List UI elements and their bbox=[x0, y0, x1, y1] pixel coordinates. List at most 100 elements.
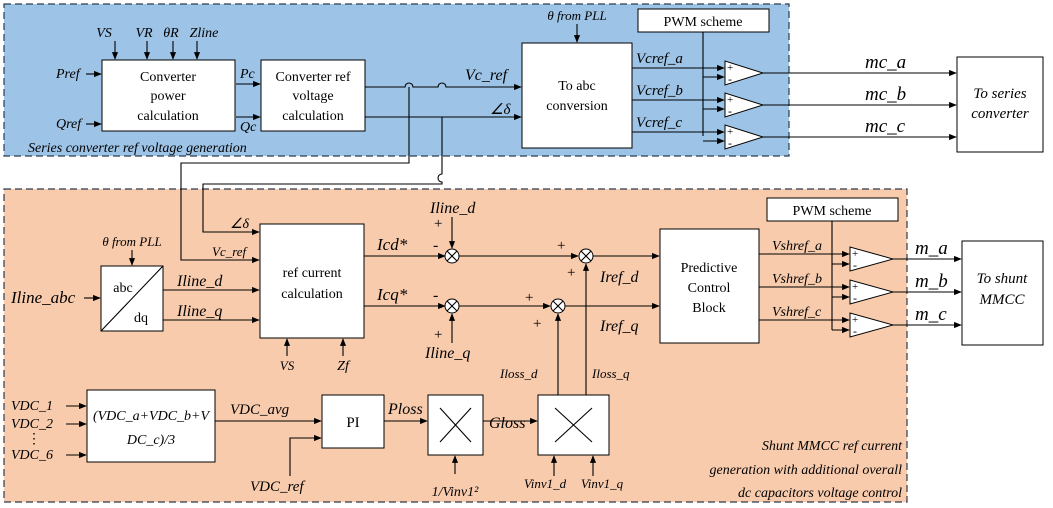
power-block-line-1: Converter bbox=[140, 70, 196, 85]
series-comp-a-plus: + bbox=[727, 62, 733, 74]
avg-block-line-2: DC_c)/3 bbox=[126, 433, 175, 448]
shunt-comp-b-minus: - bbox=[853, 291, 857, 305]
shunt-caption-line-2: generation with additional overall bbox=[710, 463, 903, 478]
q-sum-plus-left: + bbox=[525, 290, 533, 306]
converter-ref-voltage-calculation-block bbox=[260, 59, 366, 132]
d-sum-plus-left: + bbox=[557, 238, 565, 254]
shunt-comparator-c bbox=[849, 312, 895, 338]
voltage-block-line-2: voltage bbox=[292, 89, 333, 104]
shunt-comp-b-plus: + bbox=[852, 281, 858, 293]
iline-d-plus-sign: + bbox=[434, 216, 442, 232]
power-block-line-2: power bbox=[151, 89, 186, 104]
zf-label: Zf bbox=[337, 359, 351, 374]
icq-minus-sign: - bbox=[433, 287, 438, 304]
vsh-ref-b-label: Vshref_b bbox=[772, 272, 822, 287]
dc-voltage-average-block bbox=[86, 389, 216, 463]
sum-q1-x2 bbox=[446, 300, 458, 312]
pi-block-label: PI bbox=[346, 415, 359, 431]
series-comp-b-plus: + bbox=[727, 94, 733, 106]
q-sum-plus-bottom: + bbox=[533, 316, 541, 332]
mc-c-label: mc_c bbox=[865, 116, 906, 137]
icd-minus-sign: - bbox=[433, 237, 438, 254]
vdc-2-label: VDC_2 bbox=[11, 417, 53, 432]
series-comparator-b bbox=[724, 92, 765, 118]
shunt-target-line-2: MMCC bbox=[979, 292, 1026, 308]
series-pll-label: θ from PLL bbox=[547, 8, 606, 23]
predictive-control-block bbox=[659, 228, 760, 344]
voltage-block-line-3: calculation bbox=[282, 109, 343, 124]
mult2-cross-b bbox=[554, 407, 593, 443]
p-ref-label: Pref bbox=[55, 67, 82, 82]
series-comp-a-minus: - bbox=[728, 72, 732, 86]
abc-block-line-2: conversion bbox=[546, 99, 607, 114]
vc-ref-b-label: Vcref_b bbox=[636, 83, 683, 99]
icq-label: Icq* bbox=[376, 285, 408, 304]
theta-r-input-label: θR bbox=[163, 26, 179, 41]
pred-block-line-3: Block bbox=[692, 301, 725, 316]
q-ref-label: Qref bbox=[56, 117, 83, 132]
iref-q-label: Iref_q bbox=[599, 318, 639, 335]
qc-label: Qc bbox=[240, 120, 257, 135]
series-angle-label: ∠δ bbox=[490, 102, 511, 118]
series-comparator-a bbox=[724, 60, 765, 86]
iloss-q-label: Iloss_q bbox=[591, 366, 630, 381]
m-a-label: m_a bbox=[915, 238, 948, 259]
shunt-caption-line-3: dc capacitors voltage control bbox=[738, 486, 902, 501]
shunt-comparator-a bbox=[849, 246, 895, 272]
vc-ref-a-label: Vcref_a bbox=[636, 51, 683, 67]
shunt-target-line-1: To shunt bbox=[977, 271, 1029, 287]
iline-q-bottom-label: Iline_q bbox=[424, 345, 470, 362]
vdc-1-label: VDC_1 bbox=[11, 399, 53, 414]
to-series-converter-block bbox=[956, 56, 1044, 153]
abc-dq-top-label: abc bbox=[113, 281, 132, 296]
vs-shunt-label: VS bbox=[280, 358, 295, 373]
vinv-d-label: Vinv1_d bbox=[524, 476, 567, 491]
vdc-ref-label: VDC_ref bbox=[250, 479, 305, 495]
vdc-ellipsis: ⋮ bbox=[27, 432, 41, 447]
gloss-label: Gloss bbox=[489, 415, 525, 432]
vc-ref-label: Vc_ref bbox=[465, 67, 510, 84]
pred-block-line-2: Control bbox=[688, 281, 731, 296]
sum-q2-x2 bbox=[552, 300, 564, 312]
series-target-line-1: To series bbox=[973, 86, 1026, 102]
abc-dq-bottom-label: dq bbox=[134, 311, 148, 326]
iline-q-label: Iline_q bbox=[176, 303, 222, 320]
d-sum-plus-bottom: + bbox=[567, 265, 575, 281]
to-abc-conversion-block bbox=[521, 42, 633, 149]
ploss-label: Ploss bbox=[387, 401, 423, 418]
vc-ref-c-label: Vcref_c bbox=[636, 115, 682, 131]
angle-feed-wire bbox=[202, 117, 443, 236]
ref-block-line-1: ref current bbox=[283, 266, 342, 281]
iline-q-plus-sign: + bbox=[434, 327, 442, 343]
m-b-label: m_b bbox=[915, 271, 948, 292]
inv-vinv-label: 1/Vinv1² bbox=[432, 485, 480, 500]
abc-block-line-1: To abc bbox=[558, 79, 596, 94]
vsh-ref-c-label: Vshref_c bbox=[772, 305, 822, 320]
series-comp-b-minus: - bbox=[728, 104, 732, 118]
vdc-6-label: VDC_6 bbox=[11, 448, 53, 463]
shunt-caption-line-1: Shunt MMCC ref current bbox=[762, 439, 903, 454]
zline-input-label: Zline bbox=[190, 26, 219, 41]
vr-input-label: VR bbox=[135, 26, 153, 41]
power-block-line-3: calculation bbox=[137, 109, 198, 124]
vs-input-label: VS bbox=[96, 26, 112, 41]
series-comp-c-minus: - bbox=[728, 136, 732, 150]
ref-current-calculation-block bbox=[259, 223, 365, 339]
shunt-comp-c-plus: + bbox=[852, 314, 858, 326]
series-comparator-c bbox=[724, 124, 765, 150]
vsh-ref-a-label: Vshref_a bbox=[772, 239, 822, 254]
to-shunt-mmcc-block bbox=[961, 240, 1044, 346]
avg-block-line-1: (VDC_a+VDC_b+V bbox=[93, 409, 211, 424]
shunt-comp-a-minus: - bbox=[853, 258, 857, 272]
shunt-angle-label: ∠δ bbox=[230, 217, 250, 232]
vc-ref-arrow bbox=[365, 82, 522, 91]
icd-label: Icd* bbox=[376, 235, 408, 254]
ref-block-line-2: calculation bbox=[281, 287, 342, 302]
series-comp-c-plus: + bbox=[727, 126, 733, 138]
shunt-vc-ref-label: Vc_ref bbox=[212, 244, 249, 259]
shunt-comp-a-plus: + bbox=[852, 248, 858, 260]
mc-a-label: mc_a bbox=[865, 52, 906, 73]
vdc-ref-arrow bbox=[289, 434, 322, 476]
vinv-q-label: Vinv1_q bbox=[581, 476, 624, 491]
